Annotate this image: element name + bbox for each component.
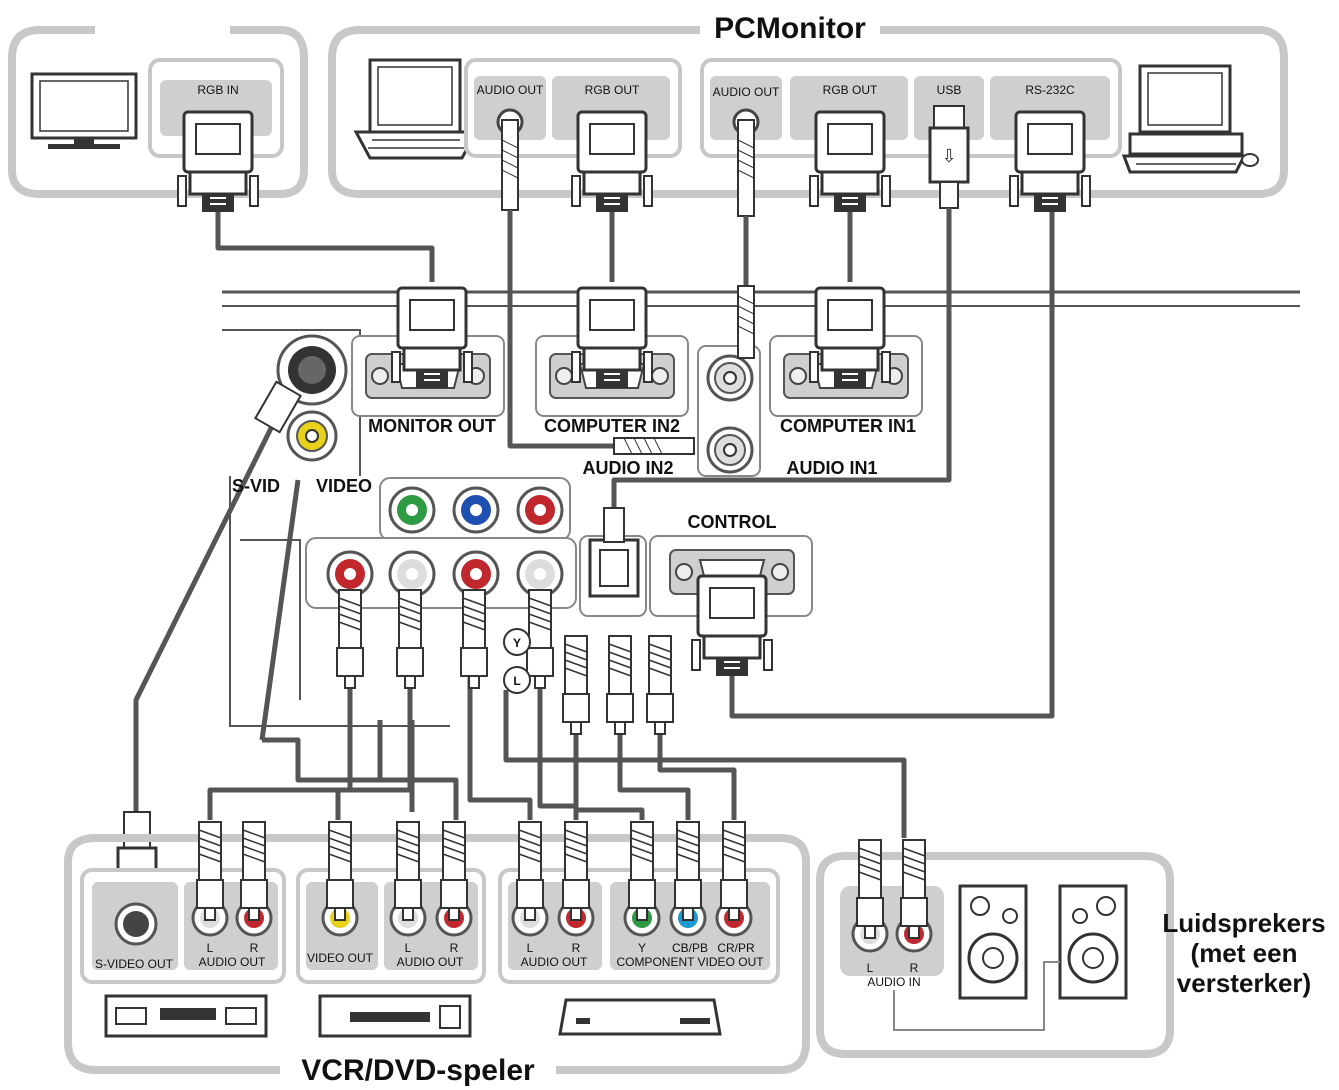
- audio-plug-laptop: [501, 119, 519, 211]
- rca-plug-y: [562, 635, 590, 735]
- rca-plug-1: [336, 589, 364, 689]
- small-label-circles: [503, 628, 531, 694]
- set-top-box-icon: [558, 998, 722, 1036]
- speakers-title-line3: versterker): [1177, 968, 1311, 998]
- rca-plug-2: [396, 589, 424, 689]
- panel-l-label: L: [513, 674, 520, 688]
- pc-audio-out-label: AUDIO OUT: [713, 85, 780, 99]
- d2-l-label: L: [405, 941, 412, 955]
- pc-usb-label: USB: [937, 83, 962, 97]
- control-label: CONTROL: [688, 512, 777, 532]
- vcr-icon: [104, 994, 268, 1038]
- audio-plug-in1: [737, 285, 755, 359]
- pc-rs232c-label: RS-232C: [1025, 83, 1075, 97]
- d3-rca-cr: [720, 821, 748, 921]
- d3-r-label: R: [572, 941, 581, 955]
- usb-plug-pc: ⇩: [928, 105, 970, 209]
- dvd-player-icon: [318, 994, 472, 1038]
- cables: [133, 208, 1055, 838]
- d3-rca-r: [562, 821, 590, 921]
- video-jack: [286, 410, 338, 462]
- monitor-icon: [30, 72, 138, 149]
- d1-audio-out-label: AUDIO OUT: [199, 955, 266, 969]
- usb-port-projector: [588, 507, 640, 598]
- cb-pb-label: CB/PB: [672, 941, 708, 955]
- d2-rca-r: [440, 821, 468, 921]
- d1-rca-r: [240, 821, 268, 921]
- d2-r-label: R: [450, 941, 459, 955]
- amp-r-label: R: [910, 961, 919, 975]
- computer-in2-label: COMPUTER IN2: [544, 416, 680, 436]
- d2-rca-video: [326, 821, 354, 921]
- d3-audio-out-label: AUDIO OUT: [521, 955, 588, 969]
- pc-rgb-out-label: RGB OUT: [823, 83, 878, 97]
- rca-plug-4: [526, 589, 554, 689]
- y-label: Y: [638, 941, 646, 955]
- audio-in1-jack: [706, 354, 754, 402]
- vga-plug-control: [690, 574, 774, 678]
- speaker-right-icon: [1058, 884, 1128, 1000]
- d3-l-label: L: [527, 941, 534, 955]
- speakers-title-line1: Luidsprekers: [1162, 908, 1325, 938]
- laptop-audio-out-label: AUDIO OUT: [477, 83, 544, 97]
- s-video-label: S-VID: [232, 476, 280, 496]
- speakers-title-line2: (met een: [1191, 938, 1298, 968]
- d3-rca-y: [628, 821, 656, 921]
- audio-in1-label: AUDIO IN1: [786, 458, 877, 478]
- vcr-dvd-group-frame: [64, 834, 810, 1074]
- cr-pr-label: CR/PR: [717, 941, 755, 955]
- audio-in2-label: AUDIO IN2: [582, 458, 673, 478]
- d1-r-label: R: [250, 941, 259, 955]
- rca-plug-cb: [606, 635, 634, 735]
- audio-in-label: AUDIO IN: [867, 975, 920, 989]
- speaker-left-icon: [958, 884, 1028, 1000]
- d1-rca-l: [196, 821, 224, 921]
- amp-rca-r: [900, 839, 928, 939]
- amp-l-label: L: [867, 961, 874, 975]
- component-jacks: [388, 486, 564, 534]
- speakers-group-frame: [816, 852, 1174, 1058]
- svg-text:⇩: ⇩: [941, 146, 956, 166]
- audio-plug-pc: [737, 119, 755, 217]
- amp-rca-l: [856, 839, 884, 939]
- laptop-rgb-out-label: RGB OUT: [585, 83, 640, 97]
- vcr-dvd-title: VCR/DVD-speler: [301, 1054, 535, 1087]
- monitor-group-frame: [7, 26, 308, 198]
- speaker-wire: [893, 961, 1060, 1031]
- d1-l-label: L: [207, 941, 214, 955]
- laptop-ports: AUDIO OUT RGB OUT: [464, 58, 682, 158]
- d3-rca-cb: [674, 821, 702, 921]
- amp-audio-in-panel: [840, 886, 944, 976]
- rca-plug-3: [460, 589, 488, 689]
- panel-y-label: Y: [513, 636, 521, 650]
- component-video-out-label: COMPONENT VIDEO OUT: [616, 955, 764, 969]
- video-out-label: VIDEO OUT: [307, 951, 374, 965]
- rgb-in-label: RGB IN: [197, 83, 238, 97]
- d2-rca-l: [394, 821, 422, 921]
- audio-plug-in2: [613, 437, 695, 455]
- video-label: VIDEO: [316, 476, 372, 496]
- d3-rca-l: [516, 821, 544, 921]
- audio-in2-jack: [706, 426, 754, 474]
- d2-audio-out-label: AUDIO OUT: [397, 955, 464, 969]
- computer-in1-label: COMPUTER IN1: [780, 416, 916, 436]
- s-video-out-label: S-VIDEO OUT: [95, 957, 174, 971]
- monitor-out-label: MONITOR OUT: [368, 416, 496, 436]
- rca-plug-cr: [646, 635, 674, 735]
- audio-jacks-row: [326, 550, 564, 598]
- desktop-pc-icon: [1121, 64, 1259, 174]
- pc-monitor-title: PCMonitor: [714, 12, 866, 45]
- laptop-icon: [353, 58, 479, 160]
- svideo-port: [276, 334, 348, 406]
